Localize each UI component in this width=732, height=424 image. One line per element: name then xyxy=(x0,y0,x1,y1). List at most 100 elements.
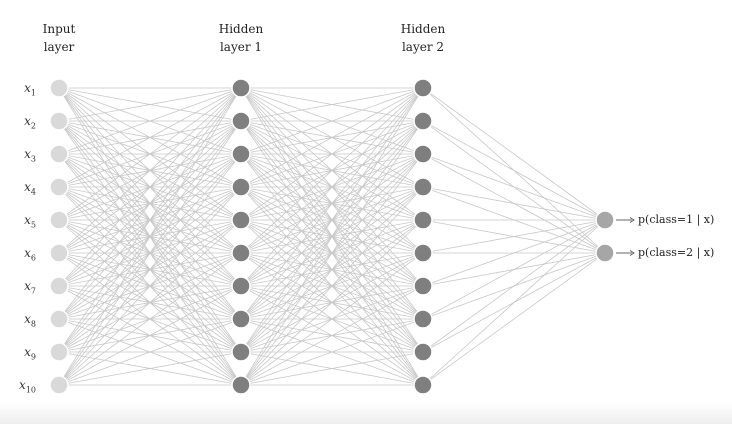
output-arrowhead-2 xyxy=(629,250,635,256)
input-label-2: x2 xyxy=(6,114,36,133)
input-label-base: x xyxy=(24,81,31,95)
connection-l1-7-1 xyxy=(58,87,242,287)
input-layer-header-line2: layer xyxy=(43,40,75,54)
hidden1-node-4 xyxy=(231,177,251,197)
input-label-subscript: 6 xyxy=(30,253,36,263)
connection-l1-10-6 xyxy=(58,252,242,386)
input-node-7 xyxy=(49,276,69,296)
hidden1-node-6 xyxy=(231,243,251,263)
input-label-subscript: 9 xyxy=(30,352,36,362)
hidden1-node-1 xyxy=(231,78,251,98)
input-label-8: x8 xyxy=(6,312,36,331)
input-label-base: x xyxy=(24,246,31,260)
input-node-8 xyxy=(49,309,69,329)
connection-l1-4-1 xyxy=(58,87,242,188)
input-label-subscript: 3 xyxy=(30,154,36,164)
hidden2-node-1 xyxy=(413,78,433,98)
input-label-5: x5 xyxy=(6,213,36,232)
input-label-base: x xyxy=(19,378,26,392)
connection-l1-2-1 xyxy=(58,87,242,122)
connection-l2-8-1 xyxy=(240,87,424,320)
hidden1-node-8 xyxy=(231,309,251,329)
hidden-layer-1-header: Hidden layer 1 xyxy=(201,20,281,56)
input-label-subscript: 2 xyxy=(30,121,36,131)
input-label-base: x xyxy=(24,345,31,359)
input-layer-header-line1: Input xyxy=(42,22,76,36)
input-label-9: x9 xyxy=(6,345,36,364)
connection-l1-10-8 xyxy=(58,318,242,386)
connection-l2-2-1 xyxy=(240,87,424,122)
connection-l2-10-5 xyxy=(240,219,424,386)
input-label-4: x4 xyxy=(6,180,36,199)
connection-l2-10-3 xyxy=(240,153,424,386)
input-node-10 xyxy=(49,375,69,395)
output-label-2: p(class=2 | x) xyxy=(638,246,715,259)
hidden1-node-3 xyxy=(231,144,251,164)
connections xyxy=(58,87,635,386)
connection-l1-3-1 xyxy=(58,87,242,155)
hidden1-node-9 xyxy=(231,342,251,362)
input-node-4 xyxy=(49,177,69,197)
hidden-layer-1-header-line1: Hidden xyxy=(218,22,264,36)
hidden2-node-7 xyxy=(413,276,433,296)
input-label-base: x xyxy=(24,213,31,227)
connection-l3-7-1 xyxy=(422,219,606,287)
hidden2-node-10 xyxy=(413,375,433,395)
connection-l1-10-5 xyxy=(58,219,242,386)
input-label-base: x xyxy=(24,114,31,128)
hidden-layer-1-header-line2: layer 1 xyxy=(219,40,263,54)
output-node-2 xyxy=(595,243,615,263)
connection-l1-10-7 xyxy=(58,285,242,386)
bottom-shadow xyxy=(0,402,732,424)
input-label-10: x10 xyxy=(6,378,36,397)
hidden1-node-2 xyxy=(231,111,251,131)
input-node-1 xyxy=(49,78,69,98)
hidden-layer-2-header-line1: Hidden xyxy=(400,22,446,36)
connection-l1-5-1 xyxy=(58,87,242,221)
input-label-3: x3 xyxy=(6,147,36,166)
connection-l1-10-3 xyxy=(58,153,242,386)
input-node-5 xyxy=(49,210,69,230)
hidden1-node-7 xyxy=(231,276,251,296)
connection-l3-6-1 xyxy=(422,219,606,254)
input-label-subscript: 1 xyxy=(30,88,36,98)
connection-l1-10-4 xyxy=(58,186,242,386)
input-label-7: x7 xyxy=(6,279,36,298)
connection-l2-10-1 xyxy=(240,87,424,386)
hidden1-node-5 xyxy=(231,210,251,230)
hidden2-node-9 xyxy=(413,342,433,362)
hidden2-node-8 xyxy=(413,309,433,329)
connection-l2-7-1 xyxy=(240,87,424,287)
connection-l2-3-1 xyxy=(240,87,424,155)
input-label-subscript: 10 xyxy=(25,385,36,395)
connection-l3-9-1 xyxy=(422,219,606,353)
connection-l2-6-1 xyxy=(240,87,424,254)
input-label-subscript: 4 xyxy=(30,187,36,197)
input-label-base: x xyxy=(24,279,31,293)
hidden2-node-6 xyxy=(413,243,433,263)
input-node-9 xyxy=(49,342,69,362)
connection-l2-10-6 xyxy=(240,252,424,386)
connection-l1-9-1 xyxy=(58,87,242,353)
input-layer-header: Input layer xyxy=(19,20,99,56)
input-label-base: x xyxy=(24,147,31,161)
connection-l2-10-8 xyxy=(240,318,424,386)
input-label-subscript: 5 xyxy=(30,220,36,230)
connection-l2-4-1 xyxy=(240,87,424,188)
connection-l3-2-1 xyxy=(422,120,606,221)
connection-l1-10-2 xyxy=(58,120,242,386)
input-label-6: x6 xyxy=(6,246,36,265)
hidden-layer-2-header-line2: layer 2 xyxy=(401,40,445,54)
connection-l2-10-2 xyxy=(240,120,424,386)
input-label-subscript: 8 xyxy=(30,319,36,329)
hidden2-node-2 xyxy=(413,111,433,131)
hidden-layer-2-header: Hidden layer 2 xyxy=(383,20,463,56)
neurons xyxy=(49,78,615,395)
connection-l1-10-9 xyxy=(58,351,242,386)
hidden2-node-5 xyxy=(413,210,433,230)
input-node-3 xyxy=(49,144,69,164)
connection-l1-10-1 xyxy=(58,87,242,386)
connection-l2-9-1 xyxy=(240,87,424,353)
connection-l2-10-7 xyxy=(240,285,424,386)
